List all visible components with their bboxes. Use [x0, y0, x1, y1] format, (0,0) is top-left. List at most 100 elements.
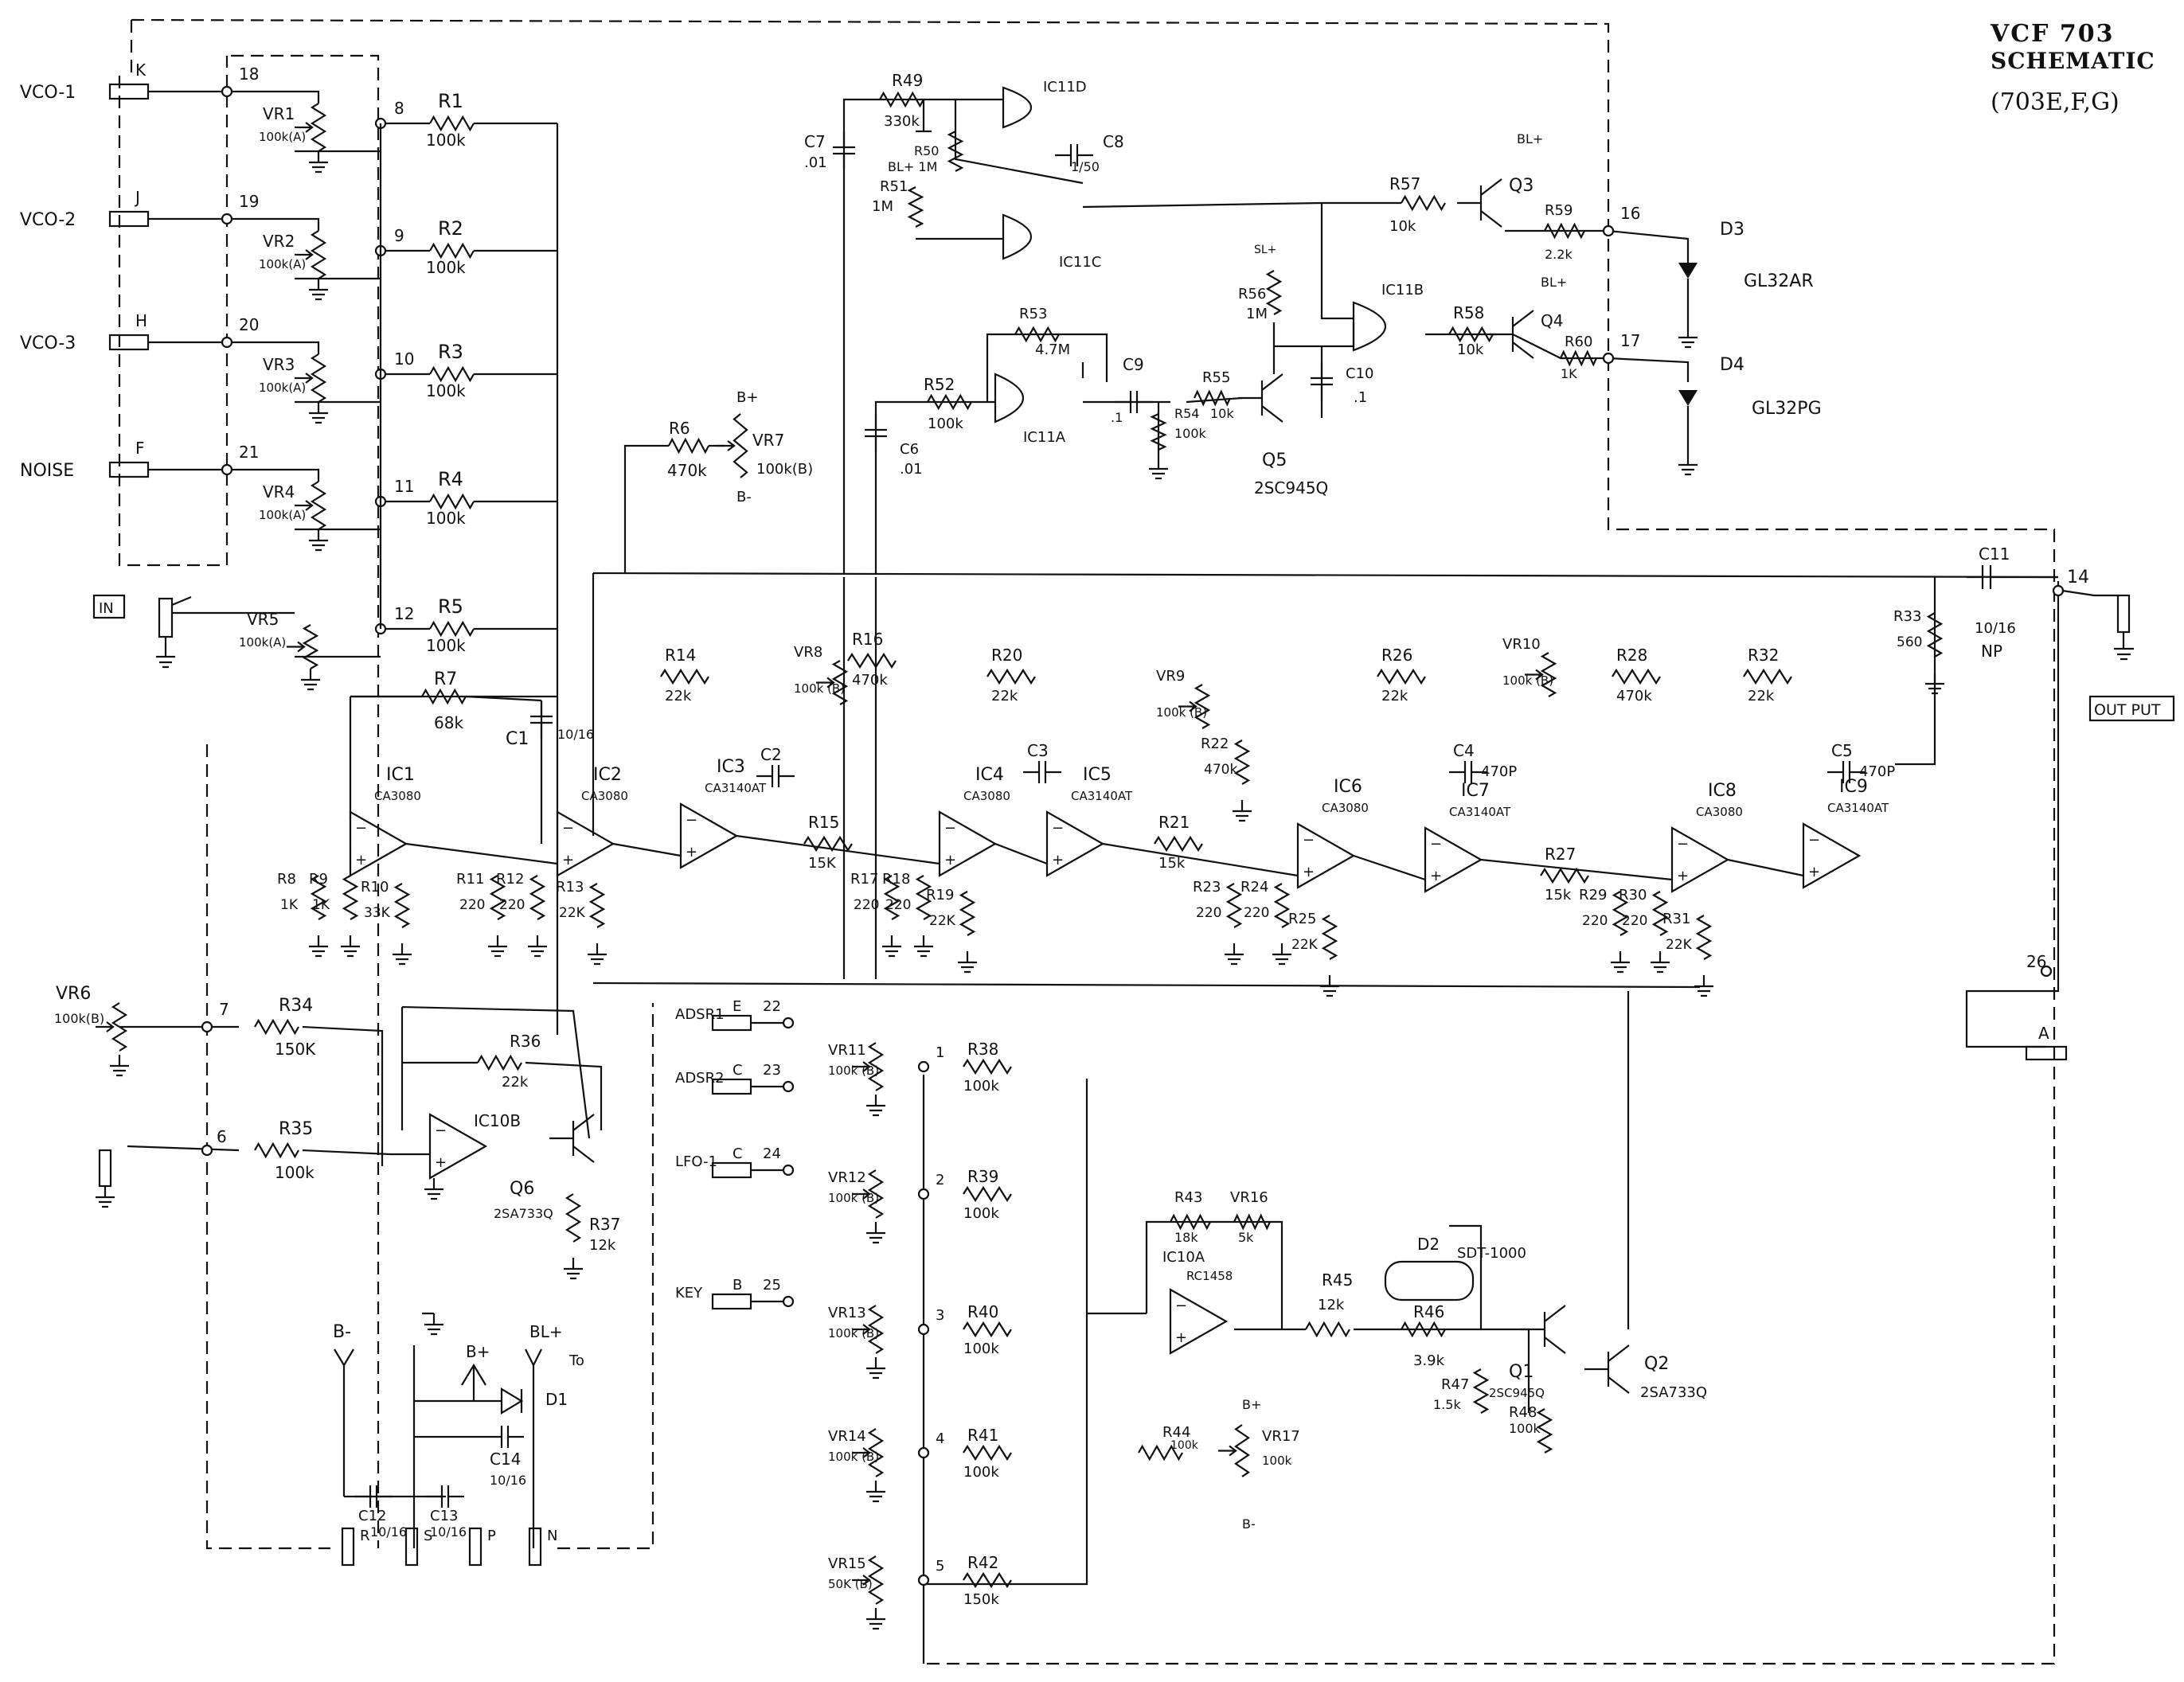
mod-input-label: ADSR1	[675, 1006, 725, 1023]
input-jack-icon	[108, 210, 150, 228]
q4-name: Q4	[1541, 311, 1563, 330]
r52-value: 100k	[928, 416, 963, 432]
r45-name: R45	[1322, 1270, 1353, 1290]
c7-value: .01	[804, 154, 827, 171]
mix-resistor-value: 100k	[426, 131, 466, 150]
filter-section: −+IC1CA3080−+IC2CA3080−+IC3CA3140AT−+IC4…	[277, 572, 2060, 1048]
ground-icon	[1149, 458, 1168, 480]
ground-icon	[309, 279, 328, 301]
r58-value: 10k	[1457, 341, 1484, 358]
q3-name: Q3	[1509, 176, 1533, 196]
cv-jack-icon	[98, 1149, 112, 1188]
vr-input-pot	[310, 103, 327, 152]
filter-resistor-icon	[883, 875, 901, 920]
input-pin-label: J	[134, 188, 140, 207]
mix-resistor-name: R2	[438, 217, 463, 240]
filter-resistor-name: R25	[1288, 911, 1316, 927]
vr7-pot	[733, 413, 748, 478]
q1-transistor-icon	[1521, 1305, 1566, 1354]
filter-resistor-value: 22k	[991, 688, 1018, 704]
mod-resistor-icon	[963, 1321, 1012, 1338]
mod-resistor-value: 100k	[963, 1078, 999, 1095]
mod-resistor-icon	[963, 1185, 1012, 1203]
opamp-ic5-icon	[1045, 810, 1105, 877]
opamp-type: CA3140AT	[1449, 805, 1511, 819]
c7-capacitor-icon	[833, 131, 855, 170]
c14-capacitor-icon	[486, 1426, 524, 1448]
filter-resistor-name: R15	[808, 813, 839, 832]
power-pin-icon	[528, 1527, 542, 1567]
svg-text:−: −	[562, 820, 574, 837]
filter-capacitor-icon	[1023, 761, 1061, 783]
q6-transistor-icon	[549, 1114, 595, 1163]
ground-icon	[866, 1222, 885, 1244]
r47-resistor-icon	[1472, 1368, 1490, 1414]
r48-value: 100k	[1509, 1421, 1541, 1436]
r53-name: R53	[1019, 306, 1047, 322]
q3-bl-label: BL+	[1517, 131, 1543, 146]
r36-name: R36	[510, 1032, 541, 1051]
filter-pot-icon	[1194, 684, 1211, 729]
filter-pot-value: 100k (B)	[1502, 673, 1553, 688]
filter-resistor-icon	[1225, 883, 1243, 928]
mod-pot-icon	[867, 1428, 885, 1477]
filter-pot-value: 100k (B)	[794, 681, 845, 696]
wiper-arrow-icon	[295, 249, 314, 260]
filter-resistor-value: 220	[1622, 913, 1647, 929]
filter-capacitor-icon	[1827, 761, 1866, 783]
ground-icon	[1694, 975, 1713, 997]
r6-name: R6	[669, 419, 690, 438]
svg-text:+: +	[435, 1154, 447, 1171]
q6-type: 2SA733Q	[494, 1206, 553, 1221]
output-node: 14	[2067, 568, 2089, 587]
r56-resistor-icon	[1265, 270, 1283, 315]
ground-icon	[1272, 943, 1291, 966]
power-pin-icon	[404, 1527, 419, 1567]
power-pin-label: R	[360, 1528, 370, 1544]
r34-value: 150K	[275, 1040, 316, 1059]
nor-gate-ic11a-icon	[994, 373, 1025, 423]
r49-name: R49	[892, 71, 923, 90]
r43-value: 18k	[1174, 1230, 1198, 1245]
q5-type: 2SC945Q	[1254, 478, 1328, 498]
filter-pot-name: VR10	[1502, 636, 1541, 653]
filter-resistor-icon	[529, 875, 546, 920]
svg-text:−: −	[1175, 1298, 1187, 1314]
mod-node-num: 4	[936, 1430, 944, 1447]
r53-value: 4.7M	[1035, 341, 1070, 358]
filter-resistor-name: R10	[361, 879, 389, 896]
filter-resistor-icon	[1695, 915, 1713, 960]
input-node-label: 20	[239, 315, 259, 334]
c12-name: C12	[358, 1508, 386, 1524]
vr-input-name: VR3	[263, 355, 295, 374]
mix-resistor-icon	[429, 115, 475, 132]
filter-resistor-icon	[660, 668, 709, 685]
mod-pot-icon	[867, 1555, 885, 1605]
in-label: IN	[99, 600, 114, 617]
q4-bl-label: BL+	[1541, 275, 1567, 290]
filter-resistor-name: R8	[277, 871, 296, 888]
filter-resistor-icon	[310, 875, 327, 920]
filter-capacitor-name: C5	[1831, 741, 1853, 760]
filter-resistor-value: 220	[1582, 913, 1608, 929]
r50-value: BL+ 1M	[888, 159, 937, 174]
c10-value: .1	[1354, 389, 1367, 406]
c6-capacitor-icon	[865, 414, 887, 452]
vr-input-name: VR1	[263, 104, 295, 123]
opamp-ic9-icon	[1802, 822, 1862, 889]
filter-resistor-icon	[959, 891, 976, 936]
r35-name: R35	[279, 1119, 313, 1139]
r36-value: 22k	[502, 1074, 529, 1091]
ground-icon	[882, 935, 901, 958]
mod-pin-label: C	[733, 1062, 743, 1079]
svg-text:+: +	[1175, 1329, 1187, 1346]
ground-icon	[309, 402, 328, 424]
d4-name: D4	[1720, 355, 1744, 375]
opamp-name: IC1	[386, 765, 415, 785]
ground-icon	[1925, 673, 1944, 695]
filter-pot-name: VR9	[1156, 668, 1185, 685]
filter-resistor-name: R28	[1616, 646, 1647, 665]
mod-resistor-value: 150k	[963, 1591, 999, 1608]
